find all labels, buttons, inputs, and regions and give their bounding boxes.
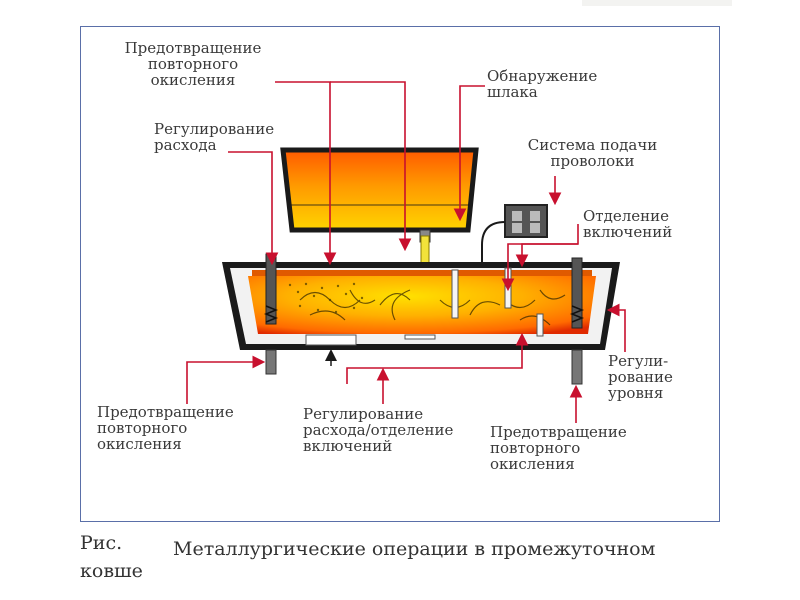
impact-pad [404, 334, 436, 340]
tundish [222, 262, 620, 350]
label-reoxidation-left: Предотвращение повторного окисления [97, 403, 234, 453]
nozzle-left [265, 349, 277, 375]
label-reoxidation-top: Предотвращение повторного окисления [124, 39, 262, 89]
weir [451, 269, 459, 319]
diagram-frame [80, 26, 720, 522]
label-reoxidation-right: Предотвращение повторного окисления [490, 423, 627, 473]
wire-feed-box [481, 204, 548, 295]
label-slag-detection: Обнаружение шлака [487, 67, 598, 101]
stopper-right [569, 257, 585, 329]
flow-pattern [299, 289, 566, 326]
dam [536, 313, 544, 337]
label-level-control: Регули- рование уровня [608, 352, 673, 402]
leader-arrows [186, 81, 626, 423]
label-inclusion-removal: Отделение включений [583, 207, 673, 241]
label-flow-control: Регулирование расхода [154, 120, 275, 154]
label-flow-inclusions: Регулирование расхода/отделение включени… [303, 405, 454, 455]
ladle [280, 147, 479, 243]
caption-fig: Рис. [80, 532, 123, 554]
caption-text-2: ковше [80, 560, 143, 582]
inclusion-dots [288, 282, 364, 314]
nozzle-right [571, 349, 583, 385]
top-edge-strip [582, 0, 732, 6]
stopper-left [263, 253, 279, 325]
label-wire-feed: Система подачи проволоки [527, 136, 658, 170]
caption-text: Металлургические операции в промежуточно… [173, 538, 656, 560]
gas-plug [305, 334, 357, 346]
